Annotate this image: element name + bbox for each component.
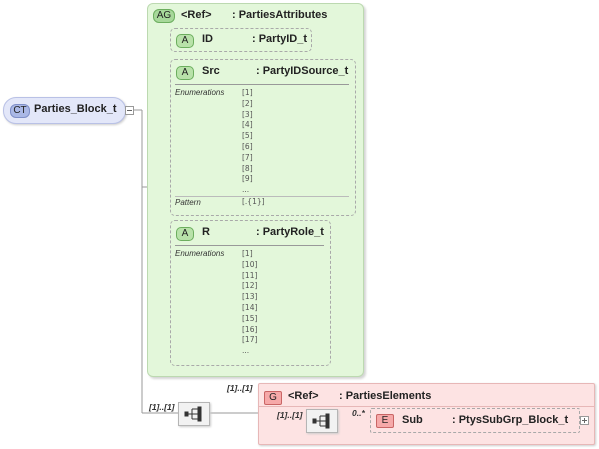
- attribute-type: : PartyIDSource_t: [256, 65, 349, 77]
- group-occurrence: [1]..[1]: [227, 383, 253, 393]
- attribute-id[interactable]: A ID : PartyID_t: [170, 28, 312, 52]
- attribute-badge: A: [176, 66, 194, 80]
- attribute-name: ID: [202, 33, 213, 45]
- element-type: : PtysSubGrp_Block_t: [452, 414, 569, 426]
- enumeration-list: [1] [10] [11] [12] [13] [14] [15] [16] […: [242, 249, 257, 357]
- attribute-src[interactable]: A Src : PartyIDSource_t Enumerations [1]…: [170, 59, 356, 216]
- enumeration-item: [8]: [242, 163, 253, 173]
- element-name: Sub: [402, 414, 423, 426]
- attribute-type: : PartyID_t: [252, 33, 308, 45]
- enumeration-item: [1]: [242, 249, 253, 258]
- inner-sequence-compositor[interactable]: [306, 409, 338, 433]
- enumeration-item: [12]: [242, 281, 258, 291]
- divider: [259, 406, 594, 407]
- enumeration-item: [4]: [242, 120, 253, 130]
- attribute-badge: A: [176, 34, 194, 48]
- pattern-value: [.{1}]: [242, 197, 265, 206]
- enumerations-label: Enumerations: [175, 249, 225, 258]
- enumeration-list: [1] [2] [3] [4] [5] [6] [7] [8] [9] ...: [242, 88, 253, 196]
- attribute-r[interactable]: A R : PartyRole_t Enumerations [1] [10] …: [170, 220, 331, 366]
- element-sub[interactable]: E Sub : PtysSubGrp_Block_t: [370, 408, 580, 433]
- complex-type-node[interactable]: CT Parties_Block_t: [3, 97, 126, 124]
- attribute-group-badge: AG: [153, 9, 175, 23]
- enumeration-item: [10]: [242, 259, 258, 269]
- group-ref: <Ref>: [288, 390, 319, 402]
- group-badge: G: [264, 391, 282, 405]
- inner-sequence-occurrence: [1]..[1]: [277, 410, 303, 420]
- complex-type-name: Parties_Block_t: [34, 103, 117, 115]
- attribute-group-ref: <Ref>: [181, 9, 212, 21]
- attribute-group-type: : PartiesAttributes: [232, 9, 328, 21]
- sequence-occurrence: [1]..[1]: [149, 402, 175, 412]
- enumeration-item: [15]: [242, 313, 258, 323]
- pattern-label: Pattern: [175, 198, 201, 207]
- enumeration-item: [3]: [242, 109, 253, 119]
- divider: [175, 245, 324, 246]
- sequence-icon: [184, 406, 202, 422]
- sequence-icon: [312, 413, 330, 429]
- enumeration-item: [14]: [242, 302, 258, 312]
- group-type: : PartiesElements: [339, 390, 432, 402]
- complex-type-badge: CT: [10, 104, 30, 118]
- enumeration-item: [13]: [242, 292, 258, 302]
- attribute-badge: A: [176, 227, 194, 241]
- attribute-type: : PartyRole_t: [256, 226, 324, 238]
- enumeration-item: [6]: [242, 141, 253, 151]
- enumeration-item: [16]: [242, 324, 258, 334]
- collapse-toggle-icon[interactable]: [125, 106, 134, 115]
- divider: [175, 196, 349, 197]
- enumeration-item: ...: [242, 346, 250, 356]
- enumeration-item: [17]: [242, 335, 258, 345]
- divider: [175, 84, 349, 85]
- enumerations-label: Enumerations: [175, 88, 225, 97]
- element-occurrence: 0..*: [352, 408, 365, 418]
- enumeration-item: ...: [242, 185, 250, 195]
- enumeration-item: [11]: [242, 270, 258, 280]
- sequence-compositor[interactable]: [178, 402, 210, 426]
- enumeration-item: [9]: [242, 174, 253, 184]
- enumeration-item: [1]: [242, 88, 253, 97]
- expand-toggle-icon[interactable]: [580, 416, 589, 425]
- attribute-name: R: [202, 226, 210, 238]
- attribute-name: Src: [202, 65, 220, 77]
- enumeration-item: [2]: [242, 98, 253, 108]
- enumeration-item: [7]: [242, 152, 253, 162]
- enumeration-item: [5]: [242, 131, 253, 141]
- element-badge: E: [376, 414, 394, 428]
